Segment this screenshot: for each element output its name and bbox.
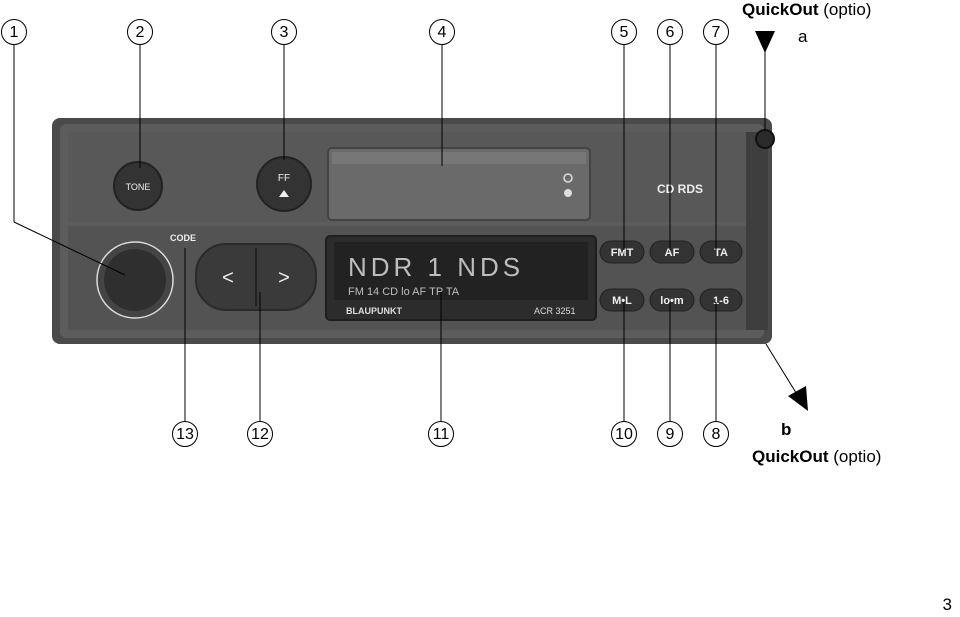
tone-label: TONE [126, 182, 151, 192]
callout-6: 6 [657, 19, 683, 45]
ta-button [699, 240, 743, 264]
ta-label: TA [714, 247, 728, 259]
model-label: ACR 3251 [534, 306, 576, 316]
seek-prev-label: < [222, 267, 234, 289]
quickout-release [755, 129, 775, 149]
quickout-a-title: QuickOut [742, 0, 819, 19]
callout-1: 1 [1, 19, 27, 45]
quickout-b-title: QuickOut [752, 447, 829, 466]
page-number: 3 [942, 595, 952, 614]
preset-label: 1-6 [713, 295, 729, 307]
fmt-button [599, 240, 645, 264]
tone-knob [113, 161, 163, 211]
quickout-b-suffix: (optio) [833, 447, 882, 466]
callout-2: 2 [127, 19, 153, 45]
lo-button [649, 288, 695, 312]
callout-3: 3 [271, 19, 297, 45]
quickout-b-letter: b [781, 420, 792, 439]
ff-knob [256, 156, 312, 212]
fmt-label: FMT [611, 247, 634, 259]
af-label: AF [665, 247, 680, 259]
cd-rds-logo: CD RDS [657, 182, 703, 196]
ml-label: M•L [612, 295, 632, 307]
af-button [649, 240, 695, 264]
callout-13: 13 [172, 421, 198, 447]
seek-next-label: > [278, 267, 290, 289]
callout-11: 11 [428, 421, 454, 447]
lo-label: lo•m [660, 295, 684, 307]
volume-knob [104, 249, 166, 311]
callout-10: 10 [611, 421, 637, 447]
brand-label: BLAUPUNKT [346, 306, 402, 316]
callout-5: 5 [611, 19, 637, 45]
callout-8: 8 [703, 421, 729, 447]
callout-9: 9 [657, 421, 683, 447]
quickout-a-letter: a [798, 27, 808, 46]
display-main-text: NDR 1 NDS [348, 252, 524, 282]
ml-button [599, 288, 645, 312]
preset-button [699, 288, 743, 312]
quickout-a-caption: QuickOut (optio) [742, 0, 871, 20]
display-sub-text: FM 14 CD lo AF TP TA [348, 286, 460, 298]
quickout-b-caption: QuickOut (optio) [752, 447, 881, 467]
callout-7: 7 [703, 19, 729, 45]
code-label: CODE [170, 233, 196, 243]
cassette-slot [327, 147, 591, 221]
callout-4: 4 [429, 19, 455, 45]
ff-label: FF [278, 173, 290, 184]
arrow-b-icon [788, 386, 808, 411]
callout-12: 12 [247, 421, 273, 447]
arrow-a-icon [755, 31, 775, 53]
eject-icon [279, 190, 289, 197]
leader-lines [13, 45, 799, 421]
display-screen [334, 242, 588, 300]
quickout-a-suffix: (optio) [823, 0, 872, 19]
